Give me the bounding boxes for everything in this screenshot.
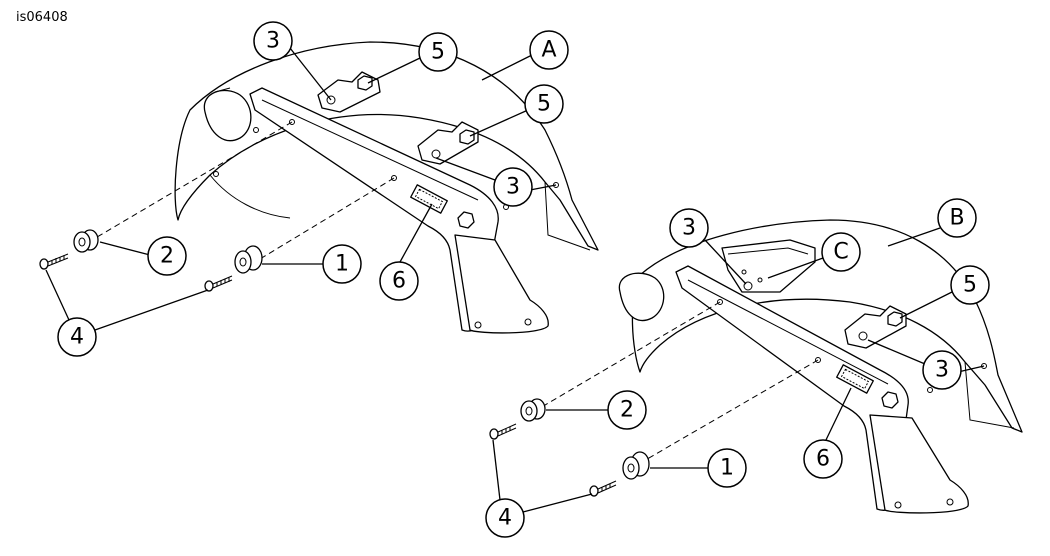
reflector-b [836, 364, 874, 394]
svg-text:4: 4 [70, 325, 84, 350]
callout-b-2: 2 [607, 390, 647, 430]
svg-text:1: 1 [720, 456, 734, 481]
lamp-a [203, 89, 252, 142]
svg-text:6: 6 [816, 447, 830, 472]
callout-b-4: 4 [485, 498, 525, 538]
lamp-b [618, 272, 665, 322]
callout-b-3-lower: 3 [922, 350, 962, 390]
callout-a-5-lower: 5 [524, 84, 564, 124]
spacer-b [520, 398, 546, 422]
view-b-label: B [937, 198, 977, 238]
svg-text:2: 2 [620, 398, 634, 423]
callout-b-5: 5 [950, 265, 990, 305]
detail-bracket-c [721, 239, 816, 293]
figure-reference-id: is06408 [16, 10, 68, 25]
detail-c-label: C [821, 232, 861, 272]
svg-text:1: 1 [335, 252, 349, 277]
svg-text:5: 5 [963, 273, 977, 298]
callout-a-1: 1 [322, 244, 362, 284]
screw-a-lower [204, 275, 233, 292]
svg-text:4: 4 [498, 506, 512, 531]
callout-a-3-upper: 3 [253, 21, 293, 61]
screw-a-upper [39, 253, 69, 270]
svg-text:3: 3 [682, 216, 696, 241]
svg-text:3: 3 [506, 175, 520, 200]
grommet-b [622, 451, 650, 480]
screw-b-lower [589, 480, 617, 497]
screw-b-upper [489, 423, 517, 440]
bracket-b [869, 414, 969, 514]
svg-text:3: 3 [266, 29, 280, 54]
callout-a-5-upper: 5 [418, 32, 458, 72]
svg-text:6: 6 [392, 269, 406, 294]
callout-b-1: 1 [707, 448, 747, 488]
callout-a-2: 2 [147, 236, 187, 276]
bracket-a [454, 234, 549, 334]
svg-text:2: 2 [160, 244, 174, 269]
reflector-a [410, 184, 448, 214]
callout-a-4: 4 [57, 317, 97, 357]
view-b-assembly: 3 C B 5 3 2 1 6 4 [485, 198, 1023, 538]
plate-b [844, 305, 907, 349]
callout-a-6: 6 [379, 261, 419, 301]
plate-a-upper [317, 71, 381, 113]
svg-text:5: 5 [537, 92, 551, 117]
callout-b-3-upper: 3 [669, 208, 709, 248]
svg-text:C: C [833, 240, 848, 265]
grommet-a [234, 245, 263, 274]
svg-text:B: B [949, 206, 964, 231]
view-a-assembly: 3 5 A 5 3 2 1 6 4 [39, 21, 599, 357]
callout-b-6: 6 [803, 439, 843, 479]
spacer-a [73, 229, 99, 253]
fender-a [174, 41, 599, 251]
svg-text:3: 3 [935, 358, 949, 383]
svg-text:A: A [541, 38, 556, 63]
view-a-label: A [529, 30, 569, 70]
svg-text:5: 5 [431, 40, 445, 65]
plate-a-lower [417, 121, 479, 165]
callout-a-3-lower: 3 [493, 167, 533, 207]
